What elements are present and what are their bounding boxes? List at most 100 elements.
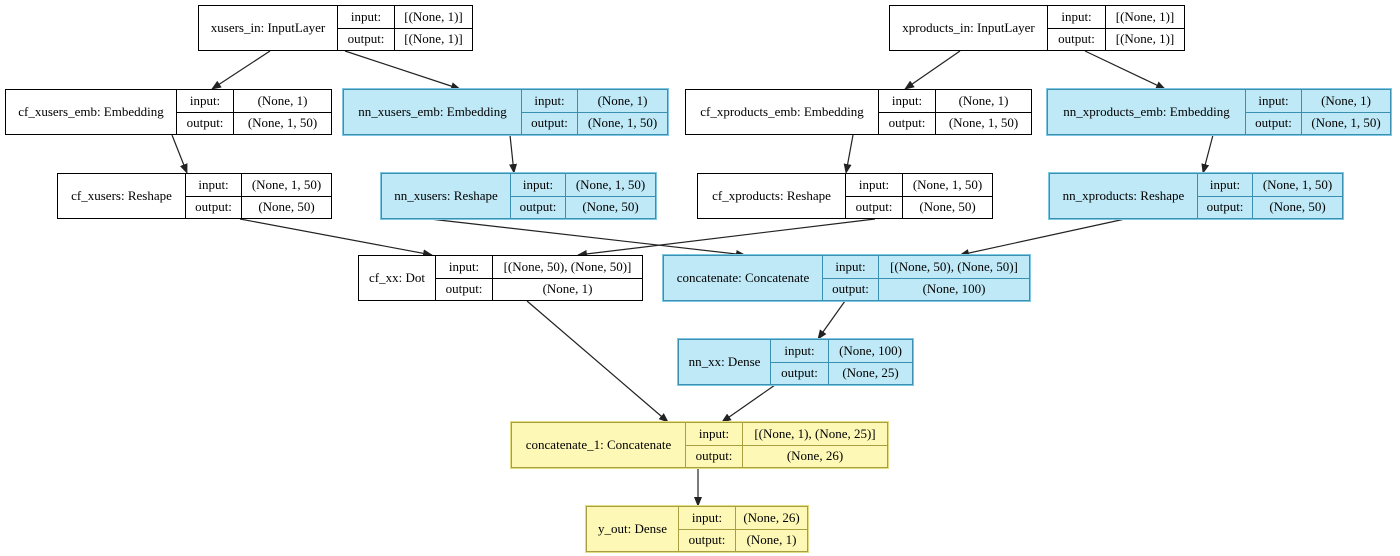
output-shape: (None, 1, 50) <box>587 115 658 131</box>
edge-arrow <box>1201 134 1214 174</box>
node-name: concatenate: Concatenate <box>664 256 823 300</box>
output-shape: (None, 50) <box>1269 199 1326 215</box>
input-label: input: <box>1246 90 1301 113</box>
node-nn-xusers-emb: nn_xusers_emb: Embedding input: output: (… <box>343 89 668 135</box>
edge-arrow <box>959 218 1126 257</box>
node-name: nn_xproducts: Reshape <box>1050 174 1198 218</box>
output-label: output: <box>445 281 483 297</box>
edge-arrow <box>1084 50 1166 90</box>
input-label: input: <box>1198 174 1252 197</box>
input-label: input: <box>511 174 565 197</box>
input-label: input: <box>522 90 577 113</box>
output-shape: (None, 50) <box>258 199 315 215</box>
input-shape: (None, 100) <box>829 340 912 363</box>
node-name: nn_xx: Dense <box>679 340 771 384</box>
output-label: output: <box>1058 31 1095 47</box>
output-label: output: <box>519 199 557 215</box>
node-nn-xproducts: nn_xproducts: Reshape input: output: (Non… <box>1049 173 1343 219</box>
edge-arrow <box>904 50 961 90</box>
node-name: concatenate_1: Concatenate <box>512 423 686 467</box>
edge-arrow <box>509 134 518 174</box>
node-cf-xusers-emb: cf_xusers_emb: Embedding input: output: (… <box>5 89 332 135</box>
output-shape: (None, 50) <box>919 199 976 215</box>
output-shape: (None, 1, 50) <box>948 115 1019 131</box>
input-label: input: <box>1048 6 1105 29</box>
edge-arrow <box>817 300 846 340</box>
output-label: output: <box>1206 199 1244 215</box>
output-shape: (None, 1, 50) <box>247 115 318 131</box>
output-label: output: <box>888 115 926 131</box>
node-name: cf_xx: Dot <box>359 256 436 300</box>
input-shape: (None, 1) <box>1302 90 1390 113</box>
input-shape: [(None, 50), (None, 50)] <box>879 256 1029 279</box>
output-label: output: <box>186 115 224 131</box>
node-name: cf_xproducts_emb: Embedding <box>686 90 879 134</box>
output-shape: [(None, 1)] <box>404 31 463 47</box>
input-label: input: <box>436 256 492 279</box>
edge-arrow <box>526 300 669 423</box>
output-label: output: <box>531 115 568 131</box>
node-name: xusers_in: InputLayer <box>199 6 338 50</box>
output-label: output: <box>695 448 733 464</box>
input-shape: (None, 1, 50) <box>242 174 331 197</box>
input-shape: [(None, 50), (None, 50)] <box>493 256 642 279</box>
input-label: input: <box>679 507 735 530</box>
node-name: nn_xusers: Reshape <box>382 174 511 218</box>
node-name: nn_xusers_emb: Embedding <box>344 90 522 134</box>
input-label: input: <box>846 174 902 197</box>
output-shape: (None, 1, 50) <box>1311 115 1381 131</box>
input-label: input: <box>823 256 878 279</box>
edge-arrow <box>429 218 746 258</box>
output-shape: (None, 25) <box>842 365 899 381</box>
node-concatenate-1: concatenate_1: Concatenate input: output:… <box>511 422 888 468</box>
input-label: input: <box>186 174 241 197</box>
node-name: cf_xusers: Reshape <box>58 174 186 218</box>
input-shape: (None, 1, 50) <box>566 174 655 197</box>
output-label: output: <box>347 31 385 47</box>
input-label: input: <box>177 90 233 113</box>
input-label: input: <box>338 6 394 29</box>
input-shape: [(None, 1)] <box>1106 6 1184 29</box>
node-xproducts-in: xproducts_in: InputLayer input: output: [… <box>889 5 1185 51</box>
input-shape: (None, 1) <box>936 90 1031 113</box>
edge-arrow <box>239 218 433 258</box>
input-label: input: <box>686 423 742 446</box>
input-shape: (None, 1) <box>234 90 331 113</box>
output-shape: (None, 50) <box>582 199 639 215</box>
node-nn-xproducts-emb: nn_xproducts_emb: Embedding input: output… <box>1047 89 1391 135</box>
node-cf-xproducts: cf_xproducts: Reshape input: output: (Non… <box>697 173 993 219</box>
edge-arrow <box>577 218 876 258</box>
input-label: input: <box>879 90 935 113</box>
input-shape: [(None, 1), (None, 25)] <box>743 423 887 446</box>
output-label: output: <box>855 199 893 215</box>
output-shape: (None, 1) <box>746 532 797 548</box>
output-shape: (None, 26) <box>786 448 844 464</box>
node-cf-xx: cf_xx: Dot input: output: [(None, 50), (N… <box>358 255 643 301</box>
node-name: cf_xproducts: Reshape <box>698 174 846 218</box>
node-name: y_out: Dense <box>587 507 679 551</box>
node-cf-xproducts-emb: cf_xproducts_emb: Embedding input: output… <box>685 89 1032 135</box>
node-cf-xusers: cf_xusers: Reshape input: output: (None, … <box>57 173 332 219</box>
edge-arrow <box>344 50 461 90</box>
node-name: xproducts_in: InputLayer <box>890 6 1048 50</box>
node-concatenate: concatenate: Concatenate input: output: [… <box>663 255 1030 301</box>
input-label: input: <box>771 340 828 363</box>
output-shape: (None, 1) <box>542 281 593 297</box>
output-label: output: <box>688 532 726 548</box>
node-nn-xx: nn_xx: Dense input: output: (None, 100) (N… <box>678 339 913 385</box>
edge-arrow <box>843 134 854 174</box>
input-shape: (None, 1, 50) <box>1253 174 1342 197</box>
node-nn-xusers: nn_xusers: Reshape input: output: (None, … <box>381 173 656 219</box>
node-y-out: y_out: Dense input: output: (None, 26) (No… <box>586 506 808 552</box>
edge-arrow <box>721 384 776 423</box>
output-label: output: <box>1255 115 1292 131</box>
output-label: output: <box>195 199 232 215</box>
output-label: output: <box>832 281 869 297</box>
node-name: nn_xproducts_emb: Embedding <box>1048 90 1246 134</box>
input-shape: (None, 26) <box>736 507 807 530</box>
output-label: output: <box>781 365 818 381</box>
output-shape: (None, 100) <box>922 281 986 297</box>
node-name: cf_xusers_emb: Embedding <box>6 90 177 134</box>
edge-arrow <box>211 50 271 90</box>
